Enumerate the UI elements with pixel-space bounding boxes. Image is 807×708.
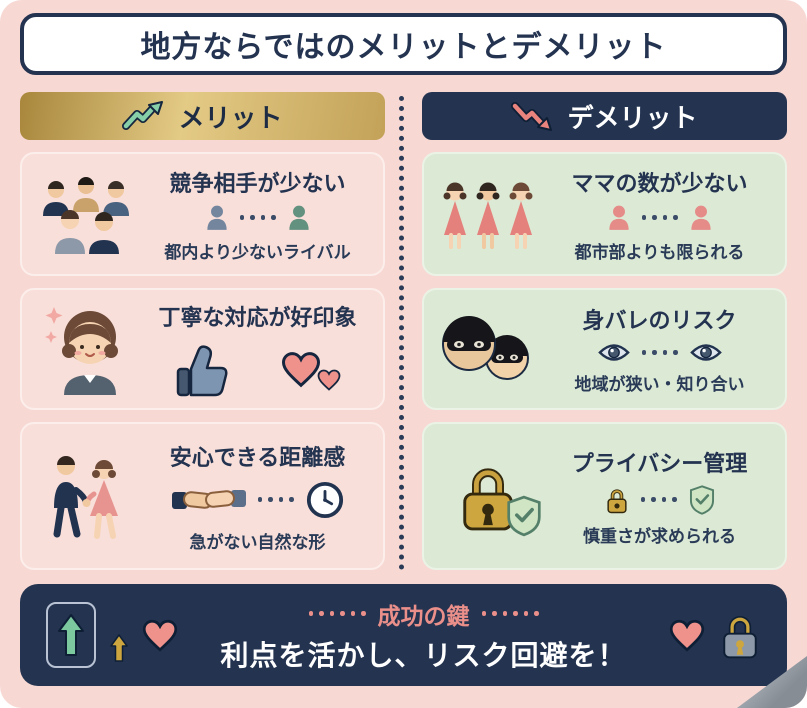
trend-down-icon <box>511 101 553 131</box>
card-title: 安心できる距離感 <box>169 445 346 471</box>
demerit-card-mamas: ママの数が少ない 都市部よりも限られる <box>422 152 787 276</box>
trend-up-icon <box>122 101 164 131</box>
person-icon <box>690 205 712 231</box>
merit-label: メリット <box>178 103 283 134</box>
three-women-icon <box>436 175 540 253</box>
arrow-up-small-icon <box>110 634 128 662</box>
dots-separator <box>641 350 678 355</box>
dots-separator <box>239 215 276 220</box>
masked-faces-icon <box>436 312 540 386</box>
eye-icon <box>689 342 722 363</box>
padlock-icon <box>463 468 513 531</box>
demerit-card-exposure: 身バレのリスク 地域が狭い <box>422 288 787 410</box>
card-subtext: 都内より少ないライバル <box>164 242 351 263</box>
shield-check-small-icon <box>689 484 715 515</box>
card-title: 競争相手が少ない <box>169 171 346 197</box>
card-title: ママの数が少ない <box>571 171 748 197</box>
padlock-shield-icon <box>436 459 541 537</box>
arrow-up-box <box>46 602 96 668</box>
card-title: 身バレのリスク <box>582 309 737 334</box>
page-title: 地方ならではのメリットとデメリット <box>140 30 667 65</box>
card-subtext: 地域が狭い・知り合い <box>574 375 745 395</box>
dots-separator <box>481 611 539 616</box>
card-subtext: 都市部よりも限られる <box>574 242 745 263</box>
woman-icon <box>34 303 138 395</box>
merit-card-politeness: 丁寧な対応が好印象 <box>20 288 385 410</box>
footer-left-icons <box>46 602 178 668</box>
footer-right-icons <box>669 610 761 660</box>
person-icon <box>288 205 310 231</box>
success-label: 成功の鍵 <box>377 603 470 630</box>
dots-separator <box>308 611 366 616</box>
person-icon <box>206 205 228 231</box>
people-group-icon <box>34 174 138 254</box>
dots-separator <box>641 215 678 220</box>
shield-check-icon <box>507 495 541 537</box>
demerit-header: デメリット <box>422 92 787 140</box>
footer-message: 利点を活かし、リスク回避を！ <box>220 638 627 672</box>
merit-header: メリット <box>20 92 385 140</box>
heart-icon <box>669 619 705 652</box>
column-divider <box>399 96 404 570</box>
arrow-up-icon <box>58 614 84 656</box>
card-subtext: 慎重さが求められる <box>583 526 736 547</box>
merit-card-distance: 安心できる距離感 <box>20 422 385 570</box>
card-title: 丁寧な対応が好印象 <box>158 305 357 331</box>
padlock-icon <box>723 616 757 659</box>
eye-icon <box>597 342 630 363</box>
dots-separator <box>257 497 294 502</box>
heart-icon <box>142 619 178 652</box>
dots-separator <box>640 497 677 502</box>
demerit-label: デメリット <box>567 103 698 134</box>
lock-small-icon <box>605 486 629 514</box>
couple-icon <box>34 450 138 542</box>
clock-icon <box>306 481 344 519</box>
person-icon <box>608 205 630 231</box>
handshake-icon <box>171 479 246 521</box>
card-title: プライバシー管理 <box>571 451 748 477</box>
footer-banner: 成功の鍵 利点を活かし、リスク回避を！ <box>20 584 787 686</box>
hearts-icon <box>281 351 341 391</box>
title-banner: 地方ならではのメリットとデメリット <box>20 13 787 75</box>
footer-center: 成功の鍵 利点を活かし、リスク回避を！ <box>178 597 669 674</box>
merit-card-competition: 競争相手が少ない 都内より少ないライバル <box>20 152 385 276</box>
thumbs-up-icon <box>175 343 237 399</box>
card-subtext: 急がない自然な形 <box>189 532 326 553</box>
demerit-card-privacy: プライバシー管理 慎重さが <box>422 422 787 570</box>
